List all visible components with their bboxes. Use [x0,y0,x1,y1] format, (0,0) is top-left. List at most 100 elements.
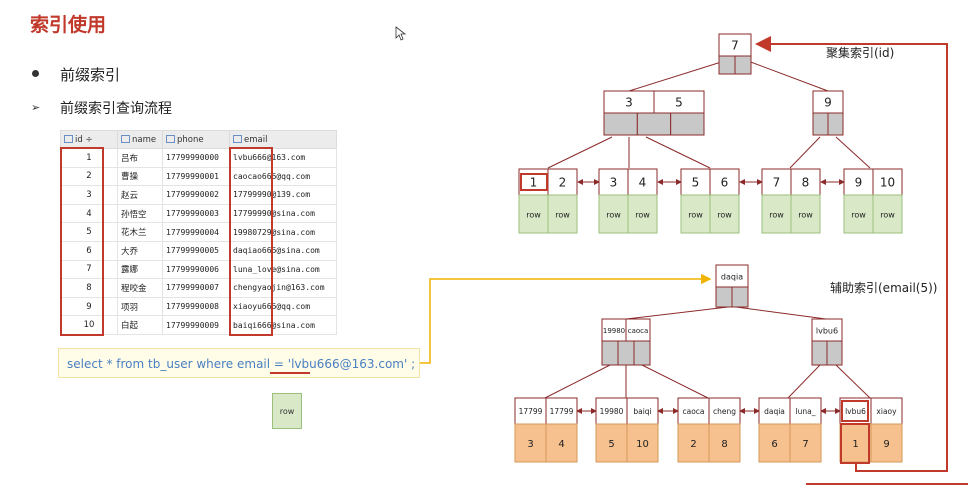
tree-edge [641,364,709,399]
key-label: caoca [628,327,649,335]
leaf-data-cell [547,194,578,234]
pointer-cell [601,340,619,366]
sql-underline [270,372,310,374]
leaf-data-label: row [798,211,813,220]
leaf-key-label: 10 [880,176,895,190]
column-icon [121,135,130,143]
tree-edge [787,364,821,399]
key-label: 7 [731,39,739,53]
leaf-key-cell [595,397,628,425]
leaf-key-cell [626,397,659,425]
leaf-key-label: 2 [559,176,567,190]
key-label: daqia [721,273,743,282]
leaf-key-label: 1 [530,176,538,190]
leaf-data-label: row [526,211,541,220]
tree-edge [645,136,711,169]
clustered-root-node: 7 [718,33,752,75]
col-header-name[interactable]: name [117,130,163,149]
leaf-key-label: lvbu6 [845,407,866,416]
key-label: 19980 [603,327,625,335]
leaf-data-cell [789,423,822,463]
pointer-cell [633,340,651,366]
leaf-key-label: cheng [713,407,736,416]
secondary-mid-node-right: lvbu6 [811,318,843,366]
leaf-key-cell [598,168,629,196]
leaf-data-label: 4 [558,439,564,450]
leaf-data-cell [518,194,549,234]
leaf-data-cell [708,423,741,463]
tree-edge [789,136,821,169]
col-header-phone[interactable]: phone [162,130,230,149]
column-icon [166,135,175,143]
key-label: 5 [675,96,683,110]
cell-name: 项羽 [117,296,163,317]
leaf-key-label: luna_ [796,407,816,416]
lookup-arrow [755,36,948,472]
leaf-key-label: 19980 [600,407,624,416]
arrow-bullet-icon: ➢ [31,101,41,114]
leaf-data-cell [709,194,740,234]
leaf-data-cell [870,423,903,463]
leaf-data-cell [680,194,711,234]
sql-statement: select * from tb_user where email = 'lvb… [58,348,420,378]
mouse-cursor-icon [395,26,407,41]
leaf-key-cell [708,397,741,425]
col-header-id[interactable]: id ÷ [60,130,118,149]
leaf-data-label: row [688,211,703,220]
pointer-cell [826,340,843,366]
leaf-key-label: xiaoy [876,407,897,416]
leaf-data-label: row [717,211,732,220]
leaf-key-cell [870,397,903,425]
leaf-key-label: 3 [610,176,618,190]
clustered-mid-node-right: 9 [812,90,844,136]
leaf-data-cell [627,194,658,234]
id1-highlight [840,423,870,464]
leaf-data-cell [595,423,628,463]
secondary-root-node: daqia [715,264,749,308]
leaf-key-label: daqia [764,407,785,416]
bullet-query-flow: 前缀索引查询流程 [60,101,172,117]
query-arrow [420,273,712,364]
pointer-cell [617,340,635,366]
leaf-data-cell [790,194,821,234]
secondary-index-label: 辅助索引(email(5)) [830,281,938,295]
leaf-data-cell [843,194,874,234]
lvbu6-highlight [841,400,869,422]
pointer-cell [670,112,705,136]
bullet-prefix-index: 前缀索引 [60,66,121,84]
column-icon [233,135,242,143]
leaf-key-label: 5 [692,176,700,190]
leaf-key-label: 4 [639,176,647,190]
leaf-data-label: 10 [636,439,649,450]
pointer-cell [715,286,733,308]
tree-edge [625,306,729,320]
cell-email: luna_love@sina.com [229,259,337,280]
col-header-email[interactable]: email [229,130,337,149]
tree-edge [735,306,827,320]
pointer-cell [636,112,672,136]
leaf-key-cell [790,168,821,196]
bullet-dot-icon [32,70,39,77]
pointer-cell [827,112,844,136]
column-icon [64,135,73,143]
leaf-key-label: 7 [773,176,781,190]
tree-edge [739,57,829,92]
leaf-data-label: 1 [852,439,858,450]
key-label: lvbu6 [816,327,838,336]
leaf-data-label: 8 [721,439,727,450]
